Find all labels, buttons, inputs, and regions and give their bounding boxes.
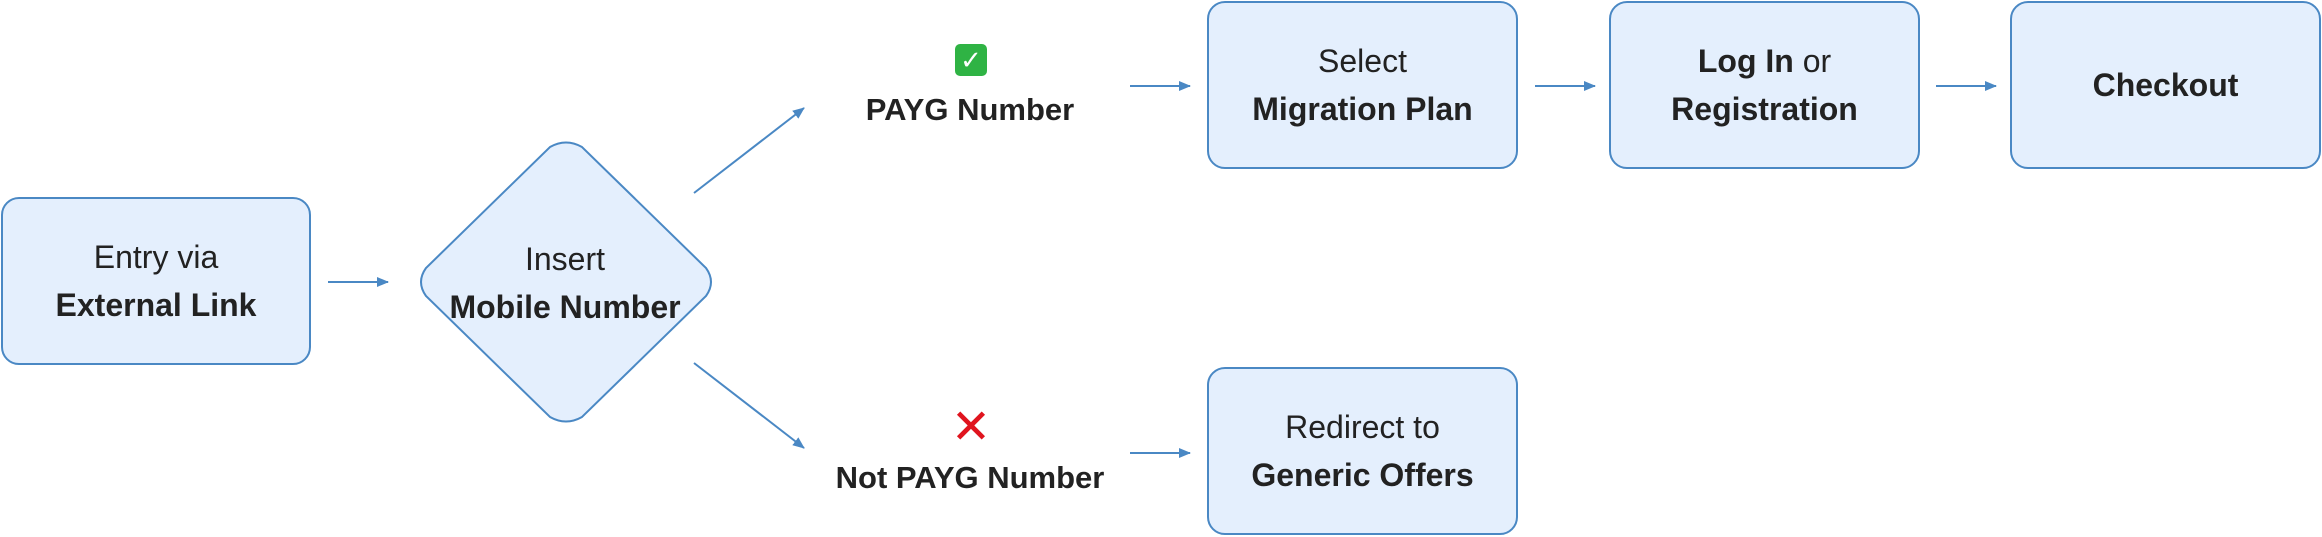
- select-line1: Select: [1318, 43, 1407, 79]
- redirect-line1: Redirect to: [1285, 409, 1440, 445]
- arrow-insert-to-not-payg: [693, 362, 805, 449]
- cross-icon: ✕: [950, 401, 992, 454]
- login-bold: Log In: [1697, 43, 1794, 79]
- login-line1: Log In or: [1698, 37, 1831, 85]
- entry-line2: External Link: [55, 287, 257, 323]
- entry-line1: Entry via: [93, 239, 219, 275]
- login-registration-node: Log In or Registration: [1609, 1, 1920, 169]
- insert-line1: Insert: [524, 241, 606, 277]
- checkout-label: Checkout: [2092, 67, 2239, 103]
- check-icon: ✓: [955, 44, 987, 76]
- redirect-line2: Generic Offers: [1251, 457, 1474, 493]
- login-rest: or: [1793, 43, 1832, 79]
- payg-label: PAYG Number: [865, 92, 1075, 127]
- insert-line2: Mobile Number: [449, 289, 681, 325]
- decision-diamond: [420, 141, 712, 423]
- checkout-node: Checkout: [2010, 1, 2321, 169]
- insert-node-text: Insert Mobile Number: [415, 235, 715, 331]
- redirect-node: Redirect to Generic Offers: [1207, 367, 1518, 535]
- select-line2: Migration Plan: [1252, 91, 1473, 127]
- entry-node: Entry via External Link: [1, 197, 311, 365]
- arrow-insert-to-payg: [693, 107, 805, 194]
- not-payg-label: Not PAYG Number: [835, 460, 1105, 495]
- login-line2: Registration: [1671, 91, 1858, 127]
- select-migration-plan-node: Select Migration Plan: [1207, 1, 1518, 169]
